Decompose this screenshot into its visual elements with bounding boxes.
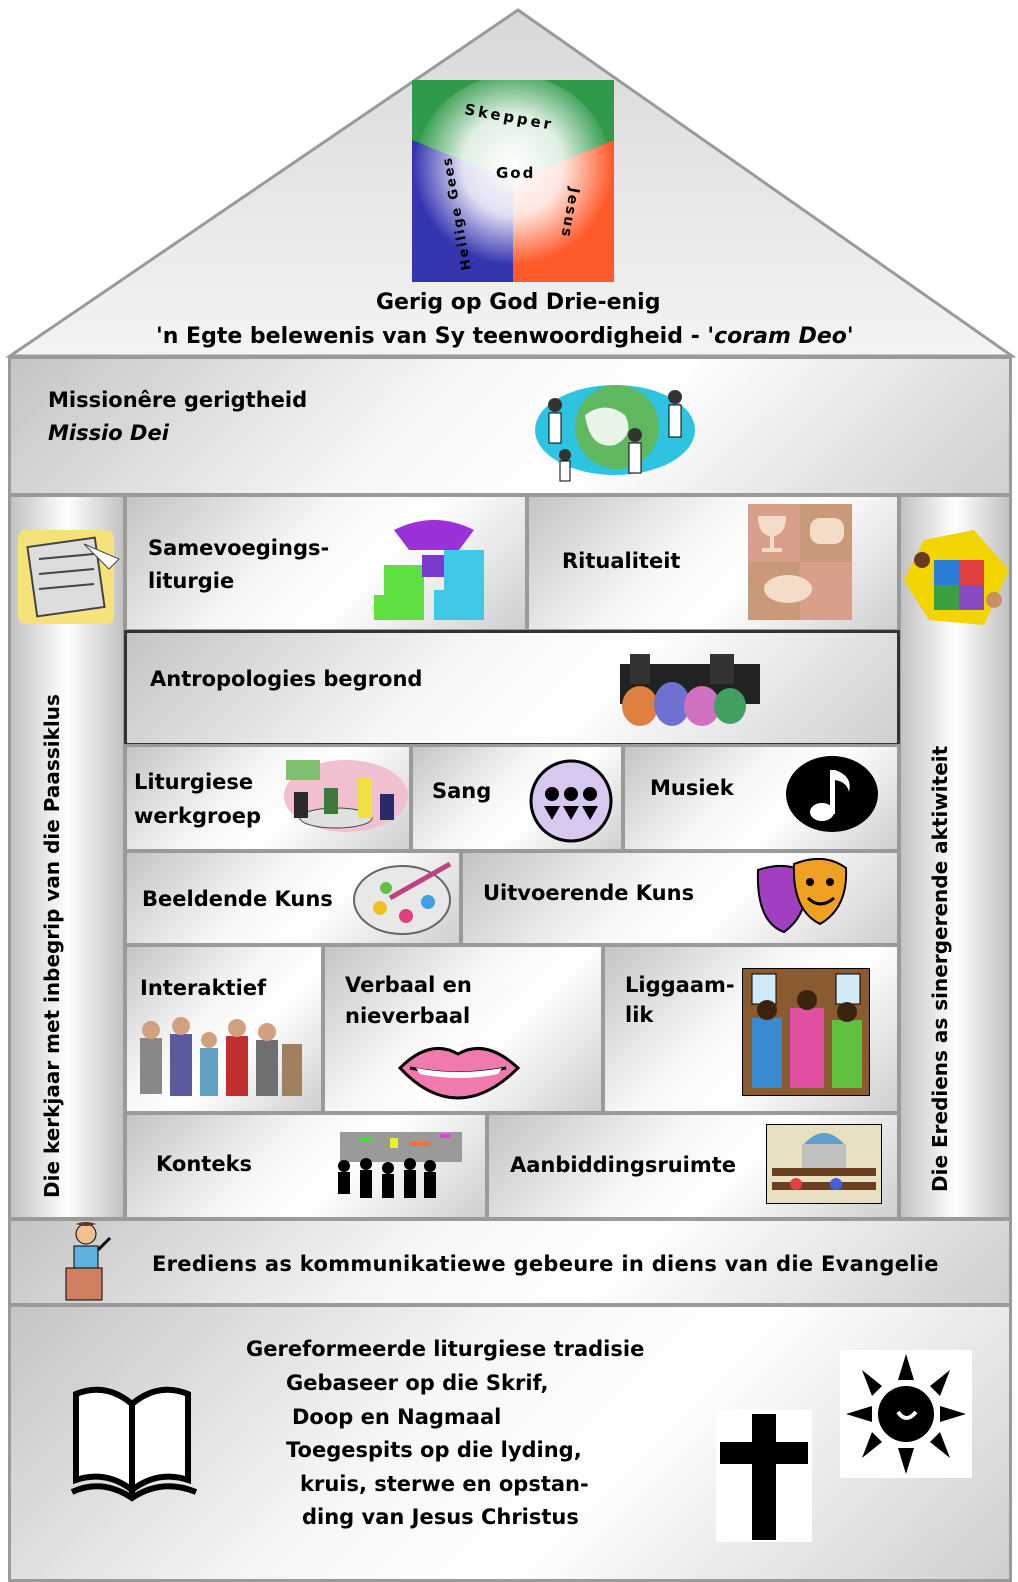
konteks-label: Konteks [156,1152,253,1176]
foundation-line-5: kruis, sterwe en opstan- [300,1472,589,1496]
foundation-line-4: Toegespits op die lyding, [286,1438,582,1462]
interaktief-label: Interaktief [140,976,267,1000]
joining-shapes-icon [374,510,500,620]
evangelie-label: Erediens as kommunikatiewe gebeure in di… [152,1252,939,1276]
trinity-center-label: God [496,164,536,182]
lips-icon [396,1038,522,1100]
meeting-people-icon [276,756,408,832]
paint-palette-icon [350,858,454,938]
roof-title: Gerig op God Drie-enig [376,290,661,315]
werkgroep-label-1: Liturgiese [134,770,254,794]
group-people-icon [134,1008,306,1106]
aanbidding-label: Aanbiddingsruimte [510,1153,737,1177]
antropologies-label: Antropologies begrond [150,667,423,691]
mission-band [8,356,1012,496]
musiek-label: Musiek [650,776,734,800]
puzzle-hands-icon [904,530,1012,630]
mission-title: Missionêre gerigtheid [48,388,308,412]
trinity-graphic: Skepper God Heilige Gees Jesus [412,80,614,282]
dancing-people-icon [742,968,870,1096]
samevoegings-label-2: liturgie [148,569,235,593]
antropologies-cell [124,630,900,746]
choir-icon [528,758,614,844]
konteks-cell [124,1112,488,1220]
roof-subtitle-italic: 'coram Deo' [707,324,854,349]
cross-icon [716,1410,812,1542]
left-pillar-label: Die kerkjaar met inbegrip van die Paassi… [40,694,64,1198]
liggaamlik-label-1: Liggaam- [625,973,735,997]
sun-icon [840,1350,972,1478]
preacher-icon [56,1222,116,1302]
globe-people-icon [525,375,705,485]
calendar-book-icon [14,524,126,628]
verbaal-label-2: nieverbaal [345,1004,471,1028]
werkgroep-label-2: werkgroep [134,804,262,828]
samevoegings-label-1: Samevoegings- [148,536,330,560]
church-interior-icon [766,1124,882,1204]
open-bible-icon [66,1374,202,1508]
verbaal-label-1: Verbaal en [345,973,472,997]
sang-label: Sang [432,779,492,803]
liggaamlik-label-2: lik [625,1003,654,1027]
ritualiteit-label: Ritualiteit [562,549,681,573]
uitvoerende-label: Uitvoerende Kuns [483,881,695,905]
roof-subtitle-text: 'n Egte belewenis van Sy teenwoordigheid… [156,324,708,349]
roof-subtitle: 'n Egte belewenis van Sy teenwoordigheid… [156,322,854,352]
foundation-line-1: Gereformeerde liturgiese tradisie [246,1337,645,1361]
chalice-bread-lamb-icon [748,504,852,620]
foundation-line-2: Gebaseer op die Skrif, [286,1371,549,1395]
foundation-line-6: ding van Jesus Christus [302,1505,579,1529]
city-crowd-icon [330,1130,464,1204]
music-note-icon [784,754,880,834]
theatre-masks-icon [754,858,850,936]
mission-subtitle: Missio Dei [48,421,169,445]
crowd-city-icon [610,654,762,726]
foundation-line-3: Doop en Nagmaal [292,1405,502,1429]
right-pillar-label: Die Erediens as sinergerende aktiwiteit [928,745,952,1192]
beeldende-label: Beeldende Kuns [142,887,333,911]
